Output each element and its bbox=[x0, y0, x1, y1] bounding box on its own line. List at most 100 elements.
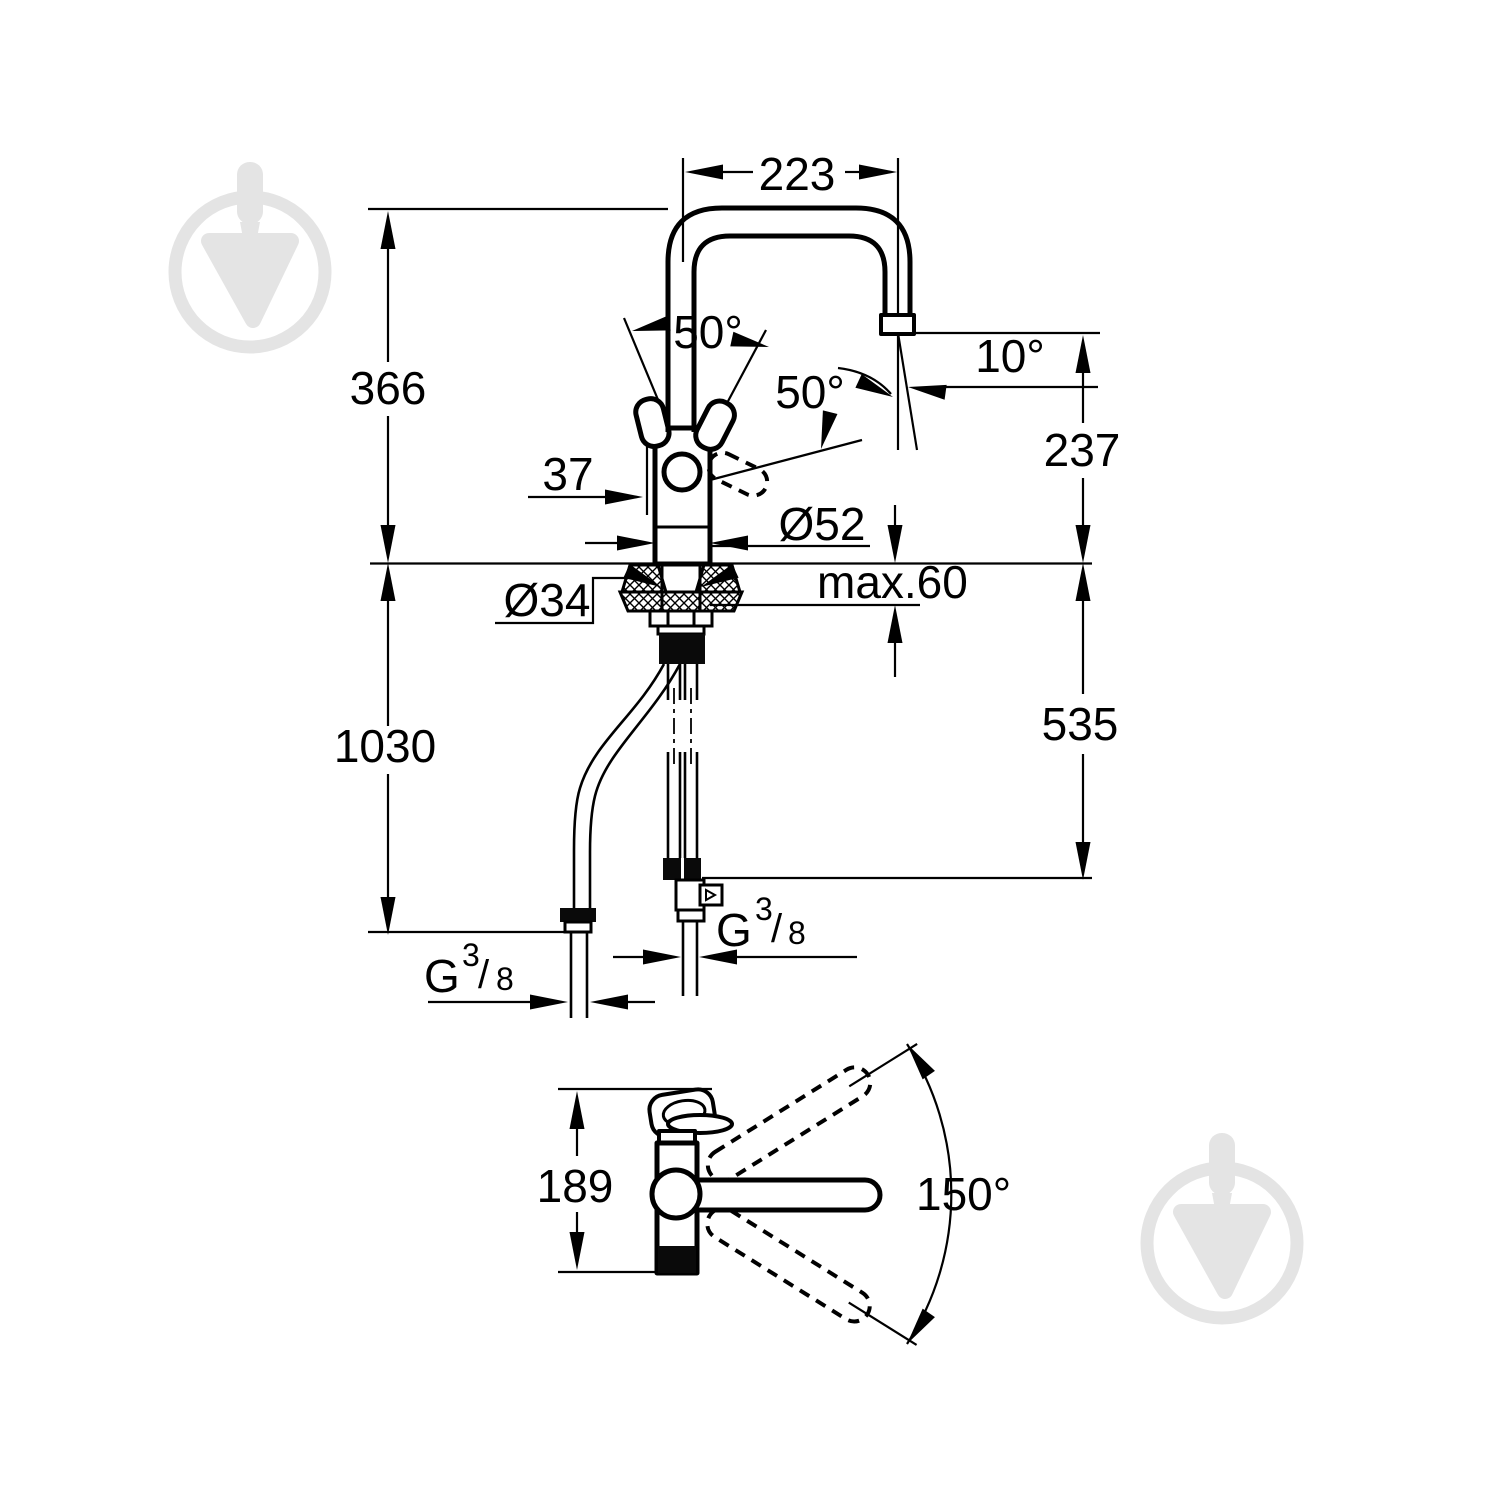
arrowhead-right-icon bbox=[530, 994, 568, 1010]
dim-237-535: 237 535 bbox=[1042, 335, 1121, 880]
dim-366-1030: 366 1030 bbox=[334, 211, 436, 935]
thread-label-left: G 3 / 8 bbox=[424, 937, 655, 1010]
spout-inner bbox=[691, 233, 888, 432]
dim-label-lever-offset: 37 bbox=[542, 448, 593, 500]
escutcheon-flange bbox=[617, 590, 745, 613]
dim-max60: max.60 bbox=[817, 505, 968, 677]
valve-handle bbox=[698, 883, 724, 907]
hose-fitting bbox=[560, 908, 596, 922]
arrowhead-right-icon bbox=[617, 535, 655, 551]
valve-nut bbox=[676, 908, 706, 923]
dim-223: 223 bbox=[685, 148, 897, 200]
spout-outlet bbox=[879, 313, 916, 336]
swivel-arc bbox=[906, 1043, 953, 1345]
arrowhead-left-icon bbox=[710, 535, 748, 551]
dim-label-body-diameter: Ø52 bbox=[779, 498, 866, 550]
arrowhead-up-icon bbox=[1075, 335, 1091, 373]
arrowhead-left-icon bbox=[906, 379, 947, 400]
dim-label-body-depth: 189 bbox=[537, 1160, 614, 1212]
dim-d52: Ø52 bbox=[585, 498, 870, 551]
supply-tubes bbox=[666, 664, 699, 858]
arrowhead-right-icon bbox=[605, 489, 643, 505]
spout-position-lower-dashed bbox=[705, 1206, 918, 1346]
angle-leg bbox=[622, 317, 663, 408]
tube-fitting bbox=[663, 858, 681, 880]
dim-label-total-height: 1030 bbox=[334, 720, 436, 772]
front-view: 223 366 1030 237 535 bbox=[334, 148, 1121, 1018]
arrowhead-up-icon bbox=[380, 211, 396, 249]
lever-pivot bbox=[661, 451, 703, 493]
arrowhead-right-icon bbox=[859, 164, 897, 180]
tube-fitting bbox=[684, 858, 701, 880]
dim-label-swivel-range: 150° bbox=[916, 1168, 1011, 1220]
hose-nut bbox=[563, 920, 593, 934]
arrowhead-up-icon bbox=[569, 1091, 585, 1129]
thread-label-right: G 3 / 8 bbox=[613, 891, 857, 965]
dim-10deg: 10° bbox=[906, 330, 1098, 400]
dim-label-max-counter: max.60 bbox=[817, 556, 968, 608]
arrowhead-down-icon bbox=[900, 1308, 935, 1349]
arrowhead-down-icon bbox=[569, 1232, 585, 1270]
body-base-dark bbox=[658, 1246, 696, 1273]
arrowhead-up-icon bbox=[900, 1039, 935, 1080]
thread-numerator: 3 bbox=[755, 891, 773, 927]
arrowhead-up-icon bbox=[887, 605, 903, 643]
trowel-watermark-icon bbox=[175, 162, 325, 347]
mounting-block bbox=[659, 634, 705, 664]
top-view: 189 150° bbox=[537, 1039, 1011, 1349]
dim-label-lever-angle-upper: 50° bbox=[673, 306, 743, 358]
swivel-joint bbox=[649, 1167, 703, 1221]
arrowhead-down-icon bbox=[380, 525, 396, 563]
dim-label-outlet-height: 237 bbox=[1044, 424, 1121, 476]
escutcheon-section-right bbox=[693, 563, 743, 594]
arrowhead-up-icon bbox=[1075, 563, 1091, 601]
flex-hose-inner bbox=[588, 663, 682, 908]
thread-denominator: 8 bbox=[788, 915, 806, 951]
valve-handle-glyph bbox=[705, 888, 718, 902]
leader-line bbox=[495, 576, 633, 625]
faucet-top-view bbox=[647, 1087, 883, 1276]
angle-leg bbox=[709, 438, 863, 482]
spout-outer bbox=[665, 205, 913, 432]
lever-loop-top-view bbox=[666, 1113, 734, 1135]
arrowhead-down-icon bbox=[1075, 842, 1091, 880]
dim-label-spout-reach: 223 bbox=[759, 148, 836, 200]
mounting-nut bbox=[648, 609, 714, 628]
dim-label-hole-diameter: Ø34 bbox=[504, 574, 591, 626]
thread-slash: / bbox=[478, 953, 490, 997]
dim-150deg: 150° bbox=[900, 1039, 1011, 1349]
dim-label-lever-angle-lower: 50° bbox=[775, 366, 845, 418]
dim-189: 189 bbox=[537, 1091, 614, 1270]
thread-g: G bbox=[424, 950, 460, 1002]
below-deck-assembly bbox=[560, 563, 745, 1018]
thread-denominator: 8 bbox=[496, 961, 514, 997]
outlet-angle-line bbox=[896, 332, 919, 451]
arrowhead-left-icon bbox=[685, 164, 723, 180]
escutcheon-section-left bbox=[619, 563, 669, 594]
washer bbox=[656, 624, 706, 636]
thread-numerator: 3 bbox=[462, 937, 480, 973]
spout-position-upper-dashed bbox=[705, 1042, 918, 1183]
lever-position-dashed bbox=[706, 450, 770, 498]
arrowhead-down-icon bbox=[1075, 525, 1091, 563]
body-column bbox=[652, 425, 713, 567]
dim-50deg-upper: 50° bbox=[622, 306, 771, 408]
dim-d34: Ø34 bbox=[495, 564, 739, 626]
trowel-watermark-icon bbox=[1147, 1133, 1297, 1318]
arrowhead-up-icon bbox=[380, 563, 396, 601]
dim-label-height-above: 366 bbox=[350, 362, 427, 414]
arrowhead-down-icon bbox=[380, 897, 396, 935]
leader-arc bbox=[837, 366, 892, 395]
flex-hose-outer bbox=[572, 663, 666, 908]
faucet-body bbox=[633, 205, 916, 567]
dim-label-below-deck: 535 bbox=[1042, 698, 1119, 750]
arrowhead-left-icon bbox=[630, 315, 671, 339]
dim-37: 37 bbox=[528, 448, 643, 505]
arrowhead-left-icon bbox=[590, 994, 628, 1010]
angle-leg bbox=[725, 329, 767, 406]
thread-g: G bbox=[716, 904, 752, 956]
dim-50deg-lower: 50° bbox=[709, 366, 897, 482]
arrowhead-right-icon bbox=[643, 949, 681, 965]
